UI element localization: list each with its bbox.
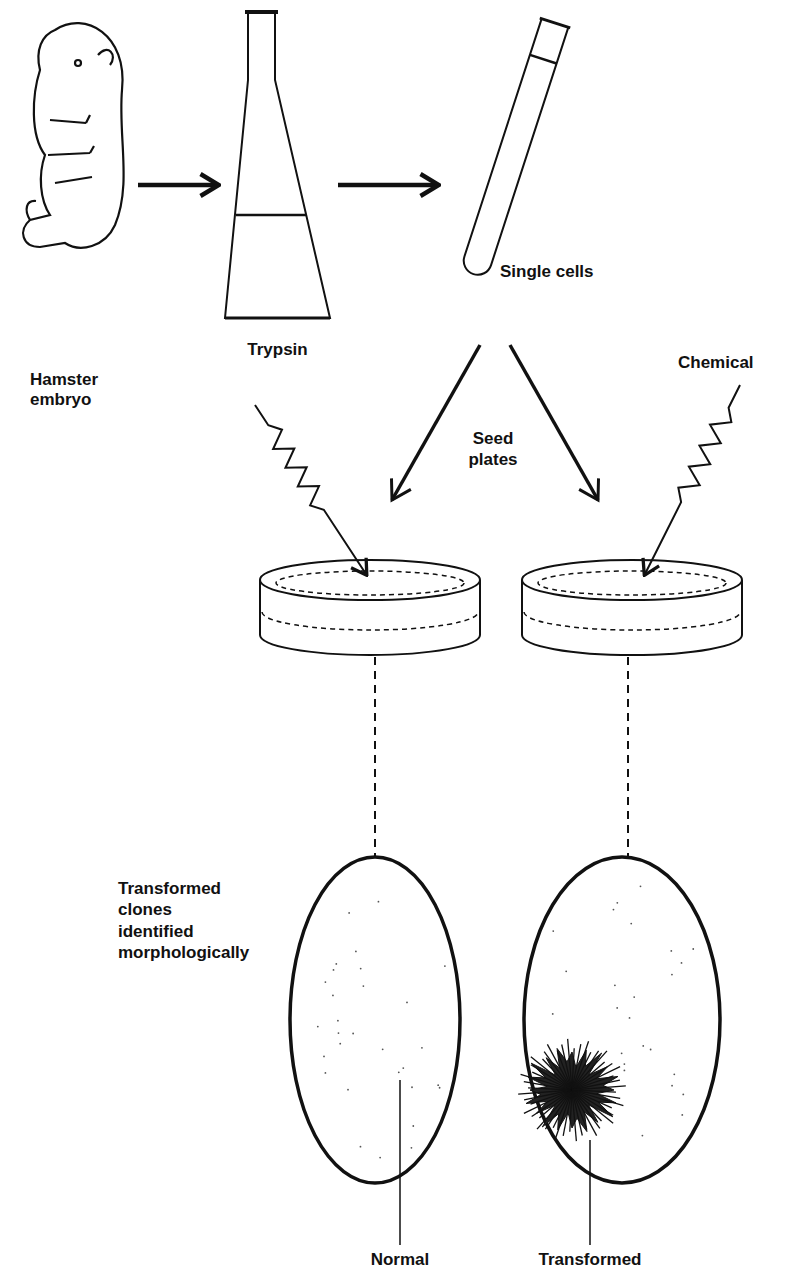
dashed-link [374, 657, 376, 856]
node-label: Single cells [500, 262, 610, 282]
node-label: Hamster embryo [30, 370, 110, 411]
culture-dish: Normal [285, 855, 465, 1275]
culture-dish: Transformed [520, 855, 730, 1275]
petri-dish [522, 560, 742, 655]
node-outline [285, 855, 465, 1275]
apparatus-figure: Trypsin [220, 10, 335, 370]
split-arrow [392, 345, 480, 500]
node-outline [520, 855, 730, 1275]
wavy-arrow [255, 405, 366, 574]
note-label: Transformed clones identified morphologi… [118, 878, 250, 963]
wavy-arrows [255, 385, 740, 574]
flow-arrow [338, 183, 437, 188]
node-label: Transformed [530, 1250, 650, 1270]
dashed-link [627, 657, 629, 856]
apparatus-figure: Single cells [440, 15, 615, 305]
node-outline [10, 15, 135, 415]
node-label: Normal [340, 1250, 460, 1270]
wavy-arrow [645, 385, 740, 574]
agent-label: Chemical [678, 352, 778, 373]
node-label: Trypsin [220, 340, 335, 360]
petri-dish [260, 560, 480, 655]
apparatus-figure: Hamster embryo [10, 15, 135, 415]
node-outline [440, 15, 615, 305]
flow-arrow [138, 183, 217, 188]
split-arrow [510, 345, 598, 500]
step-label: Seed plates [456, 428, 530, 471]
node-outline [220, 10, 335, 370]
